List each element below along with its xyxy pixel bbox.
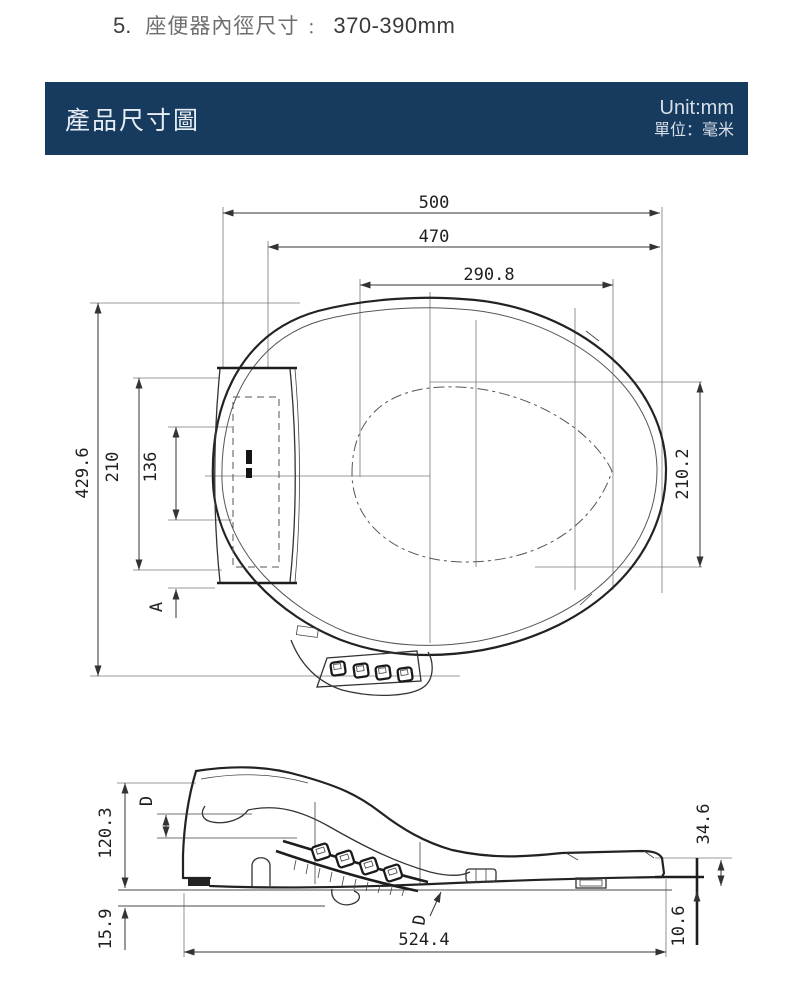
- side-extension-lines: [117, 782, 732, 957]
- dim-210-2-label: 210.2: [673, 448, 693, 499]
- dim-d-left-label: D: [137, 796, 157, 806]
- dim-a-label: A: [147, 602, 167, 612]
- dim-d-mid-label: D: [409, 913, 430, 927]
- note-line: 5. 座便器內徑尺寸 ： 370-390mm: [113, 10, 455, 40]
- note-label: 座便器內徑尺寸: [145, 15, 300, 38]
- note-value: 370-390mm: [333, 13, 456, 38]
- extension-lines: [90, 207, 702, 677]
- dim-290-label: 290.8: [463, 265, 514, 285]
- unit-english: Unit:mm: [659, 97, 734, 119]
- dim-10-label: 10.6: [669, 906, 689, 947]
- side-buttons: [310, 842, 404, 883]
- dim-210-label: 210: [103, 452, 123, 483]
- side-view-drawing: 120.3 15.9 D 524.4 D 10.6 34.6: [96, 766, 732, 957]
- dim-524-label: 524.4: [398, 930, 449, 950]
- pod-buttons: [329, 660, 414, 683]
- section-header-bar: 產品尺寸圖 Unit:mm 單位：毫米: [45, 82, 748, 155]
- dim-500-label: 500: [419, 193, 450, 213]
- rear-lid: [214, 366, 300, 585]
- right-foot: [575, 877, 607, 889]
- tiny-logo-mark: [246, 450, 252, 478]
- side-view-dimensions: 120.3 15.9 D 524.4 D 10.6 34.6: [96, 783, 725, 956]
- dim-34-label: 34.6: [694, 804, 714, 845]
- dim-429-label: 429.6: [73, 447, 93, 498]
- dim-136-label: 136: [141, 452, 161, 483]
- pod-clip: [295, 625, 319, 638]
- seat-opening-dashed: [351, 386, 613, 563]
- unit-note: Unit:mm 單位：毫米: [654, 96, 734, 141]
- control-pod: [290, 625, 433, 697]
- seat-side-profile: [181, 766, 666, 906]
- seat-outline: [211, 296, 668, 657]
- unit-chinese: 單位：毫米: [653, 122, 734, 139]
- dim-15-label: 15.9: [96, 909, 116, 950]
- dim-470-label: 470: [419, 227, 450, 247]
- dim-120-label: 120.3: [96, 807, 116, 858]
- note-number: 5.: [113, 13, 132, 38]
- top-view-drawing: 500 470 290.8 429.6 210 136 A 210.2: [73, 193, 704, 697]
- section-title: 產品尺寸圖: [65, 106, 201, 135]
- left-foot: [188, 877, 210, 886]
- top-view-dimensions: 500 470 290.8 429.6 210 136 A 210.2: [73, 193, 704, 676]
- latch: [465, 868, 497, 883]
- note-colon: ：: [307, 20, 324, 37]
